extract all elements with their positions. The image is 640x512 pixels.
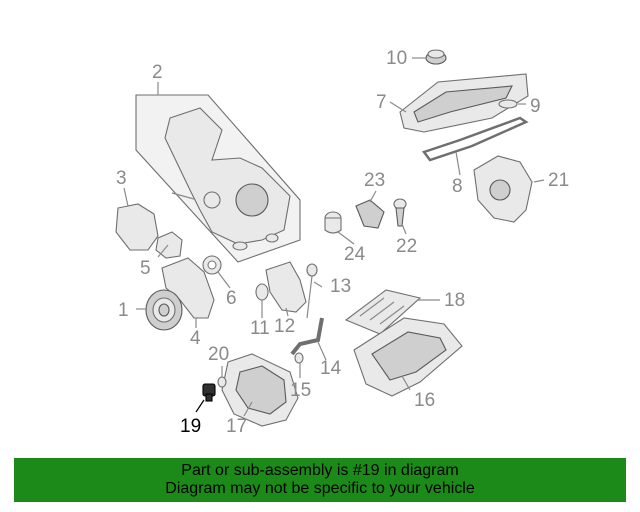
callout-7: 7 (376, 92, 387, 113)
callout-15: 15 (290, 380, 311, 401)
callout-5: 5 (140, 258, 151, 279)
part-24-filter (324, 217, 342, 234)
timing-cover-plug (232, 241, 248, 251)
callout-18: 18 (444, 290, 465, 311)
part-1-pulley-hub (158, 303, 170, 317)
part-17-oil-pan-sump (235, 365, 287, 415)
banner-line-2: Diagram may not be specific to your vehi… (165, 480, 475, 497)
part-7-valve-cover-ridge (413, 85, 513, 123)
part-18-baffle (344, 289, 422, 335)
part-13-dipstick-handle (306, 263, 318, 277)
part-16-recess (371, 331, 447, 381)
callout-21: 21 (548, 170, 569, 191)
callout-12: 12 (274, 316, 295, 337)
callout-23: 23 (364, 170, 385, 191)
timing-cover-seal-bore (235, 183, 269, 217)
part-8-gasket (421, 116, 529, 162)
part-15-o-ring (294, 352, 304, 364)
callout-8: 8 (452, 176, 463, 197)
timing-cover-dowel (171, 192, 195, 200)
part-18-baffle-slot (379, 305, 405, 325)
callout-22: 22 (396, 236, 417, 257)
callout-1: 1 (118, 300, 129, 321)
part-23-sensor (355, 199, 385, 229)
callout-3: 3 (116, 168, 127, 189)
timing-cover-boss (203, 191, 221, 209)
part-19-leader (195, 399, 205, 413)
part-3-cover (115, 203, 159, 251)
info-banner: Part or sub-assembly is #19 in diagram D… (14, 458, 626, 502)
callout-2: 2 (152, 62, 163, 83)
part-22-sender-body (395, 207, 405, 227)
part-10-oil-cap-top (427, 49, 445, 59)
banner-line-1: Part or sub-assembly is #19 in diagram (181, 462, 459, 479)
engine-parts-diagram: 1 2 3 4 5 6 7 8 9 10 11 12 13 14 15 16 1… (115, 48, 569, 437)
callout-10: 10 (386, 48, 407, 69)
callout-9: 9 (530, 96, 541, 117)
part-18-baffle-slot (359, 297, 385, 317)
callout-17: 17 (226, 416, 247, 437)
part-14-tube (290, 317, 324, 356)
part-12-bracket (265, 261, 307, 313)
callout-19: 19 (180, 416, 201, 437)
callout-6: 6 (226, 288, 237, 309)
part-18-baffle-slot (369, 301, 395, 321)
leader-lines (123, 57, 545, 417)
callout-20: 20 (208, 344, 229, 365)
callout-16: 16 (414, 390, 435, 411)
callout-13: 13 (330, 276, 351, 297)
part-9-gasket (498, 99, 518, 109)
callout-4: 4 (190, 328, 201, 349)
callout-14: 14 (320, 358, 342, 379)
part-21-housing-port (489, 179, 511, 201)
part-13-dipstick (306, 275, 313, 319)
part-6-seal-center (207, 260, 217, 270)
callout-24: 24 (344, 244, 366, 265)
timing-cover-plug-2 (265, 233, 279, 243)
part-20-washer (217, 376, 227, 388)
part-19-drain-plug-thread (205, 393, 213, 402)
part-11-seal (255, 283, 269, 301)
callout-11: 11 (250, 318, 270, 339)
